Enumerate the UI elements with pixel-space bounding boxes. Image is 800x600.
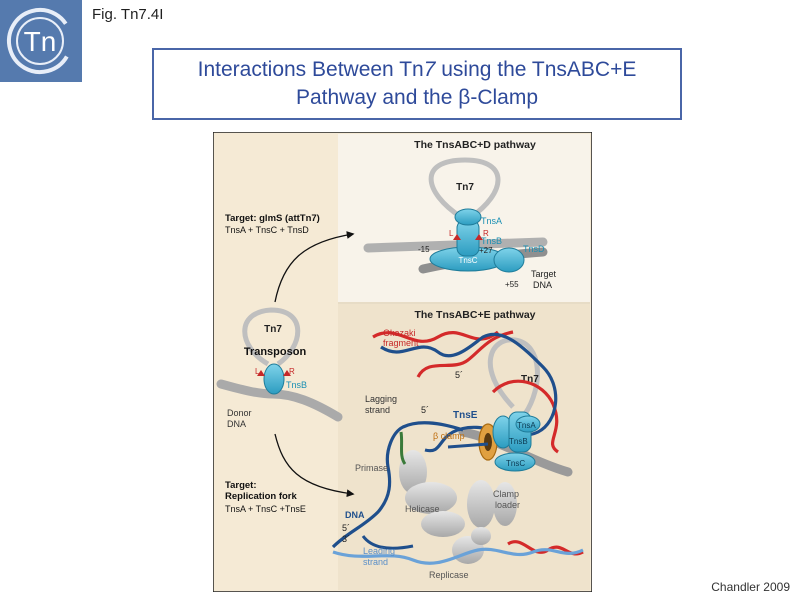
donor-label-2: DNA (227, 419, 246, 429)
replisome-machinery (399, 450, 517, 564)
abcd-target2: DNA (533, 280, 552, 290)
target-a-title: Target: glmS (attTn7) (225, 213, 320, 224)
credit: Chandler 2009 (711, 580, 790, 594)
figure-label: Fig. Tn7.4I (92, 6, 164, 23)
abcd-R: R (483, 229, 489, 238)
leading-label-2: strand (363, 557, 388, 567)
okazaki-label-2: fragment (383, 338, 419, 348)
primase-label: Primase (355, 463, 388, 473)
transposon-tnsb-label: TnsB (286, 380, 307, 390)
abcd-tnsa (454, 208, 482, 226)
primer-green (399, 431, 407, 465)
title-line2: Pathway and the β-Clamp (295, 86, 539, 109)
leading-blue-strand (332, 547, 584, 565)
target-a-sub: TnsA + TnsC + TnsD (225, 225, 309, 235)
leading-label-1: Leading (363, 546, 395, 556)
lagging-red-strand (416, 330, 560, 454)
abcd-L: L (449, 229, 454, 238)
target-b-title-2: Replication fork (225, 491, 298, 502)
abcd-tn7-loop (428, 157, 501, 220)
logo-text: Tn (24, 26, 57, 57)
transposon-L: L (255, 367, 260, 376)
title-italic: 7 (423, 58, 436, 81)
lagging-label-2: strand (365, 405, 390, 415)
five-prime-3: 5´ (342, 523, 350, 533)
abce-header: The TnsABC+E pathway (414, 309, 535, 321)
transposon-tn7: Tn7 (264, 324, 282, 335)
pathway-figure: The TnsABC+D pathway Tn7 L R TnsA TnsB T… (213, 132, 592, 592)
beta-clamp-label: β clamp (433, 431, 465, 441)
five-prime-1: 5´ (455, 370, 463, 380)
abcd-tnsa-label: TnsA (481, 216, 502, 226)
five-prime-2: 5´ (421, 405, 429, 415)
clamp-loader-label-1: Clamp (493, 489, 519, 499)
target-b-sub: TnsA + TnsC +TnsE (225, 504, 306, 514)
abce-tn7-label: Tn7 (521, 374, 539, 385)
abcd-tnsc-label: TnsC (458, 256, 477, 265)
arrow-to-abce (274, 433, 355, 498)
abce-tnsa (515, 415, 541, 433)
abcd-target1: Target (531, 269, 557, 279)
abce-tnsc-label: TnsC (506, 459, 525, 468)
transposon-label: Transposon (244, 346, 307, 358)
dna-label: DNA (345, 510, 365, 520)
arrow-to-abcd (274, 231, 355, 303)
abcd-tnsd-label: TnsD (523, 244, 545, 254)
target-b-title-1: Target: (225, 480, 257, 491)
transposon-tnsb (263, 363, 285, 395)
donor-label-1: Donor (227, 408, 252, 418)
lagging-blue-strand (380, 332, 558, 453)
title-box: Interactions Between Tn7 using the TnsAB… (152, 48, 682, 120)
abce-tnse-label: TnsE (453, 410, 478, 421)
okazaki-label-1: Okazaki (383, 328, 416, 338)
abce-tnsc (494, 452, 536, 472)
abcd-target-dna (363, 237, 548, 253)
title-part1: Interactions Between Tn (197, 58, 424, 81)
abce-tnsb-label: TnsB (509, 437, 528, 446)
abcd-m15: -15 (418, 245, 430, 254)
abcd-header: The TnsABC+D pathway (414, 139, 536, 151)
lagging-label-1: Lagging (365, 394, 397, 404)
abce-tnsa-label: TnsA (517, 421, 536, 430)
three-prime: 3´ (342, 534, 350, 544)
abcd-p27: +27 (479, 246, 493, 255)
transposon-loop (242, 307, 301, 367)
helicase-label: Helicase (405, 504, 440, 514)
abcd-tnsb-label: TnsB (481, 236, 502, 246)
slide-title: Interactions Between Tn7 using the TnsAB… (198, 56, 637, 112)
abcd-tn7-label: Tn7 (456, 182, 474, 193)
abcd-tnsd (493, 247, 525, 273)
abcd-p55: +55 (505, 280, 519, 289)
tn-logo: Tn (0, 0, 82, 82)
transposon-R: R (289, 367, 295, 376)
dna-blue-strand (331, 421, 464, 549)
title-part2: using the TnsABC+E (435, 58, 637, 81)
clamp-loader-label-2: loader (495, 500, 520, 510)
replicase-label: Replicase (429, 570, 469, 580)
